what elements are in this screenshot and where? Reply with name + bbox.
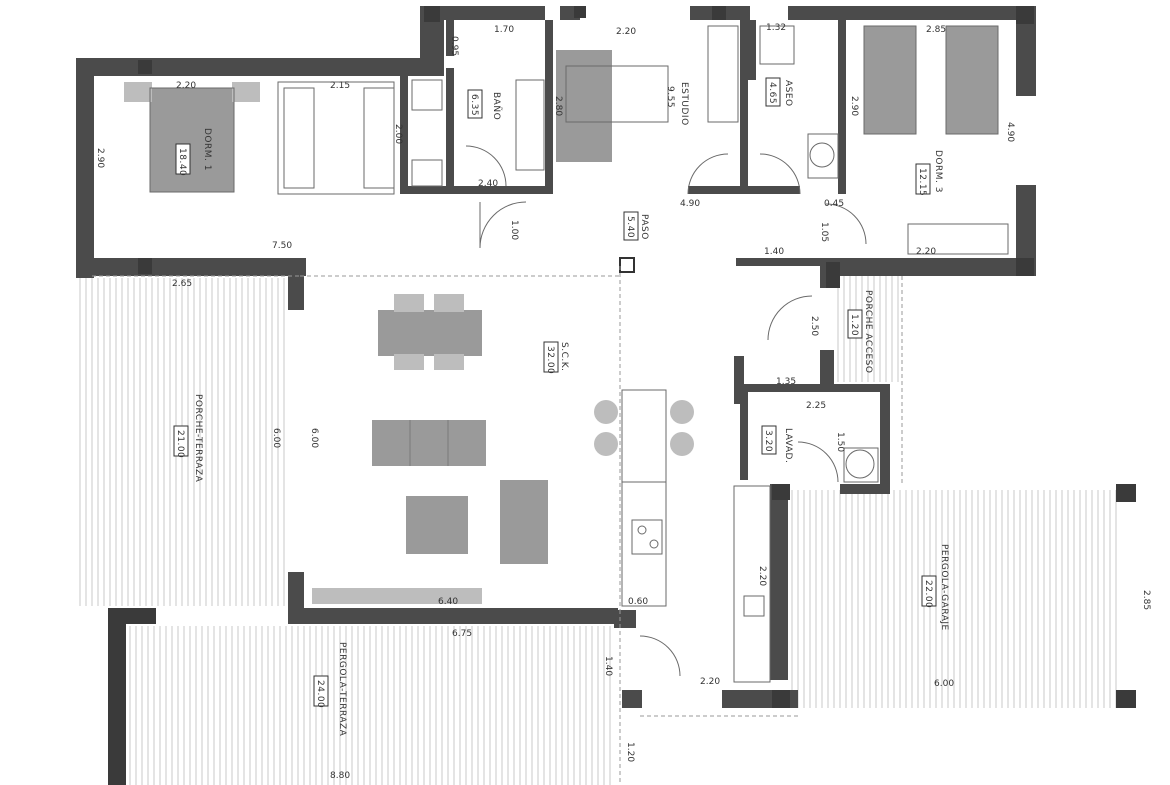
svg-text:18.40: 18.40: [177, 148, 187, 176]
porche-acceso-label: PORCHE ACCESO: [863, 290, 873, 373]
dimension-label: 4.90: [680, 199, 700, 209]
bano-area: 6.35: [467, 89, 483, 119]
svg-text:5.40: 5.40: [625, 216, 635, 238]
svg-text:21.00: 21.00: [175, 430, 185, 458]
dorm1-label: DORM. 1: [202, 128, 212, 171]
dimension-label: 1.05: [819, 222, 829, 242]
dimension-label: 2.25: [806, 401, 826, 411]
dimension-label: 1.32: [766, 23, 786, 33]
porche-terraza-label: PORCHE-TERRAZA: [193, 394, 203, 483]
dimension-label: 2.85: [926, 25, 946, 35]
estudio-area: 9.55: [665, 86, 675, 108]
dimension-label: 8.80: [330, 771, 350, 781]
dimension-label: 6.40: [438, 597, 458, 607]
pergola-terraza-label: PERGOLA-TERRAZA: [337, 642, 347, 737]
svg-text:1.20: 1.20: [849, 314, 859, 336]
guide-lines: [92, 266, 903, 785]
dimension-label: 1.70: [494, 25, 514, 35]
dimension-label: 0.60: [628, 597, 648, 607]
dimension-labels: 1.70 2.20 1.32 2.85 0.95 2.20 2.15 2.80 …: [95, 23, 1151, 781]
svg-text:12.15: 12.15: [917, 168, 927, 196]
pergola-terraza-hatch: [129, 626, 611, 785]
dimension-label: 6.75: [452, 629, 472, 639]
dimension-label: 4.90: [1005, 122, 1015, 142]
pergola-terraza-area: 24.00: [313, 675, 329, 708]
dimension-label: 1.35: [776, 377, 796, 387]
dimension-label: 2.20: [176, 81, 196, 91]
estudio-label: ESTUDIO: [679, 82, 689, 126]
svg-text:32.00: 32.00: [545, 346, 555, 374]
dimension-label: 2.20: [757, 566, 767, 586]
dimension-label: 2.20: [700, 677, 720, 687]
dimension-label: 2.20: [616, 27, 636, 37]
dimension-label: 0.45: [824, 199, 844, 209]
dorm1-area: 18.40: [175, 143, 191, 176]
svg-text:24.00: 24.00: [315, 680, 325, 708]
columns: [108, 6, 1136, 785]
pergola-garaje-hatch: [791, 490, 1117, 708]
dimension-label: 6.00: [309, 428, 319, 448]
room-labels: DORM. 1 18.40 BAÑO 6.35 ESTUDIO 9.55 ASE…: [173, 77, 949, 737]
dimension-label: 2.90: [95, 148, 105, 168]
dimension-label: 6.00: [271, 428, 281, 448]
dorm3-label: DORM. 3: [933, 150, 943, 193]
dimension-label: 0.95: [449, 36, 459, 56]
dimension-label: 2.20: [916, 247, 936, 257]
dimension-label: 1.50: [835, 432, 845, 452]
aseo-area: 4.65: [765, 77, 781, 107]
svg-text:3.20: 3.20: [763, 430, 773, 452]
pergola-garaje-area: 22.00: [921, 575, 937, 608]
sck-label: S.C.K.: [559, 342, 569, 371]
svg-text:6.35: 6.35: [469, 94, 479, 116]
dimension-label: 2.85: [1141, 590, 1151, 610]
dimension-label: 6.00: [934, 679, 954, 689]
aseo-label: ASEO: [783, 80, 793, 107]
bano-label: BAÑO: [491, 92, 502, 120]
pergola-garaje-label: PERGOLA-GARAJE: [939, 544, 949, 631]
lavad-area: 3.20: [761, 425, 777, 455]
furniture: [124, 25, 1009, 683]
dimension-label: 2.50: [809, 316, 819, 336]
svg-text:4.65: 4.65: [767, 82, 777, 104]
dimension-label: 2.80: [553, 96, 563, 116]
dimension-label: 1.00: [509, 220, 519, 240]
dimension-label: 2.90: [849, 96, 859, 116]
sck-area: 32.00: [543, 341, 559, 374]
dimension-label: 2.40: [478, 179, 498, 189]
dimension-label: 1.40: [603, 656, 613, 676]
doors: [465, 145, 867, 677]
lavad-label: LAVAD.: [783, 428, 793, 463]
paso-label: PASO: [639, 214, 649, 240]
dimension-label: 2.65: [172, 279, 192, 289]
dorm3-area: 12.15: [915, 163, 931, 196]
paso-area: 5.40: [623, 211, 639, 241]
dimension-label: 2.15: [330, 81, 350, 91]
dimension-label: 2.00: [393, 124, 403, 144]
walls: [76, 6, 1036, 708]
dimension-label: 1.40: [764, 247, 784, 257]
porche-terraza-area: 21.00: [173, 425, 189, 458]
dimension-label: 1.20: [625, 742, 635, 762]
svg-text:22.00: 22.00: [923, 580, 933, 608]
dimension-label: 7.50: [272, 241, 292, 251]
porche-acceso-area: 1.20: [847, 309, 863, 339]
